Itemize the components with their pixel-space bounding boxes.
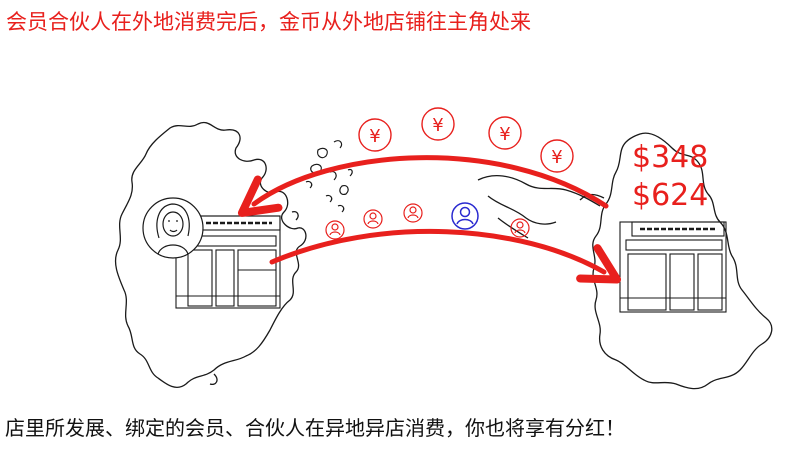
top-caption: 会员合伙人在外地消费完后，金币从外地店铺往主角处来 [6, 10, 531, 34]
svg-text:¥: ¥ [432, 115, 443, 136]
yuan-coin-icon: ¥ [358, 118, 392, 152]
arrow-to-protagonist [237, 155, 609, 217]
right-shop [619, 221, 727, 313]
svg-text:¥: ¥ [369, 126, 380, 147]
amount-624: $624 [632, 178, 708, 213]
arrow-to-remote-shop [269, 228, 622, 284]
protagonist-portrait [142, 197, 204, 259]
members [325, 202, 530, 240]
yuan-coin-icon: ¥ [488, 116, 522, 150]
member-avatar-icon [363, 209, 383, 229]
right-region [477, 132, 773, 390]
member-avatar-icon [325, 220, 345, 240]
member-avatar-icon [510, 218, 530, 238]
svg-text:¥: ¥ [551, 147, 562, 168]
member-avatar-icon-highlighted [451, 202, 479, 230]
yuan-coin-icon: ¥ [421, 107, 455, 141]
member-avatar-icon [403, 203, 423, 223]
yuan-coin-icon: ¥ [540, 139, 574, 173]
left-shop [175, 215, 281, 309]
amount-348: $348 [632, 140, 708, 175]
coins: ¥ ¥ ¥ ¥ [358, 107, 574, 173]
bottom-caption: 店里所发展、绑定的会员、合伙人在异地异店消费，你也将享有分红！ [5, 416, 625, 440]
left-region [114, 121, 307, 388]
svg-text:¥: ¥ [499, 124, 510, 145]
amounts: $348 $624 [632, 140, 708, 213]
